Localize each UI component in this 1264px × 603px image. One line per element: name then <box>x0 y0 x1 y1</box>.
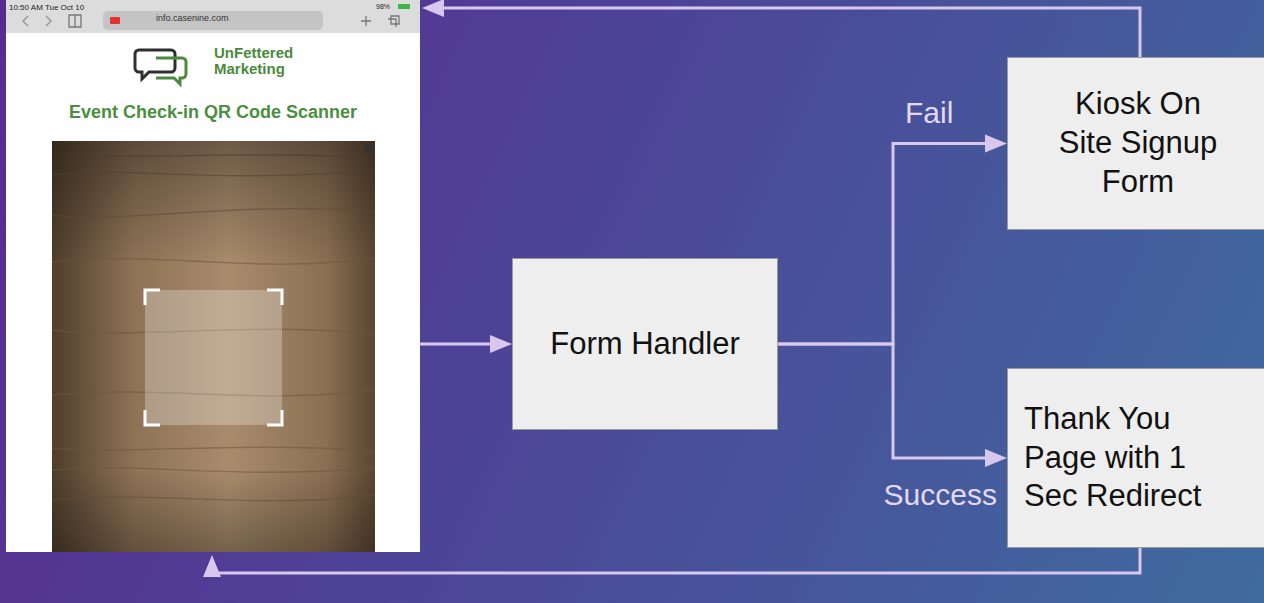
logo-bubble <box>156 58 186 84</box>
camera-view <box>52 141 375 552</box>
browser-toolbar <box>6 0 420 33</box>
url-field <box>103 11 323 30</box>
box-label: Form Handler <box>550 325 740 364</box>
box-label: Kiosk On Site Signup Form <box>1048 85 1228 201</box>
process-box: Thank You Page with 1 Sec Redirect <box>1007 368 1264 548</box>
flow-connector <box>778 135 1007 345</box>
connector-line <box>778 344 985 458</box>
browser-screenshot: 10:50 AM Tue Oct 10 info.casenine.com 98% U… <box>6 0 420 552</box>
status-time: 10:50 AM Tue Oct 10 <box>9 3 84 12</box>
process-box: Form Handler <box>512 258 778 430</box>
arrow-head <box>203 555 221 577</box>
page-heading: Event Check-in QR Code Scanner <box>6 102 420 123</box>
battery-icon <box>398 4 410 9</box>
arrow-head <box>985 135 1007 153</box>
flow-connector <box>203 548 1140 577</box>
nav-arrows <box>23 16 51 26</box>
toolbar-icons <box>361 16 399 27</box>
record-icon <box>110 17 120 24</box>
browser-screenshot-art <box>6 0 420 552</box>
arrow-head <box>985 449 1007 467</box>
arrow-head <box>422 0 444 17</box>
logo-text: UnFettered Marketing <box>214 45 304 77</box>
logo-bubble <box>135 50 175 79</box>
connector-line <box>778 144 985 345</box>
edge-label: Fail <box>905 96 953 130</box>
url-text: info.casenine.com <box>156 13 229 23</box>
battery-level: 98% <box>376 3 390 10</box>
process-box: Kiosk On Site Signup Form <box>1007 57 1264 230</box>
arrow-head <box>490 335 512 353</box>
info-icon <box>364 144 372 152</box>
box-label: Thank You Page with 1 Sec Redirect <box>1024 400 1229 516</box>
bookmarks-icon <box>69 15 81 27</box>
connector-line <box>444 8 1140 57</box>
scan-corners <box>145 290 282 425</box>
camera-vignette <box>52 141 375 552</box>
flow-connector <box>778 344 1007 467</box>
scan-area <box>145 290 282 425</box>
connector-line <box>212 548 1140 577</box>
edge-label: Success <box>884 478 997 512</box>
flow-connector <box>422 0 1140 57</box>
